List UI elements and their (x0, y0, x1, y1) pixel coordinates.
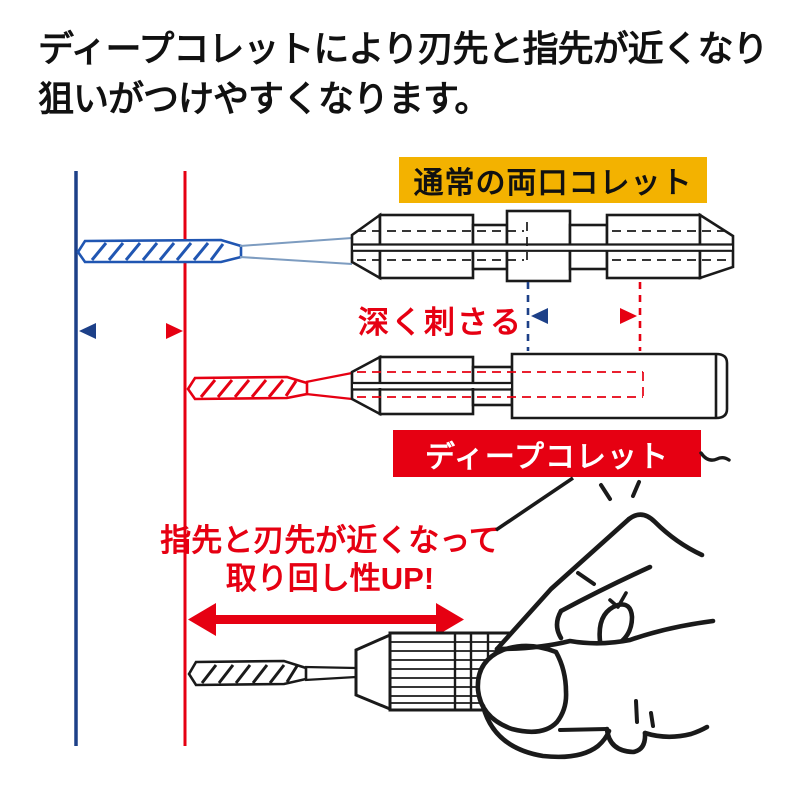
fingertip-crease (608, 591, 628, 609)
middle-finger-edge (554, 608, 564, 641)
handling-slogan: 指先と刃先が近くなって 取り回し性UP! (150, 522, 510, 598)
handling-slogan-line2: 取り回し性UP! (225, 561, 435, 596)
handling-range-arrow (188, 603, 464, 636)
collet-slit (353, 245, 732, 251)
thumb-fill (477, 645, 567, 732)
pressure-marks (599, 480, 641, 501)
deep-collet-bore-dashed (357, 371, 644, 398)
index-finger-line (494, 516, 632, 652)
black-drill-bit (187, 659, 357, 687)
insert-deep-annotation: 深く刺さる (358, 297, 528, 342)
hand-illustration (475, 480, 716, 760)
deep-collet-label-text: ディープコレット (424, 440, 670, 474)
finger-crease (576, 571, 596, 586)
label-callout-line (494, 476, 575, 532)
fist-bottom-curve (642, 724, 710, 740)
normal-collet-drawing (76, 209, 735, 283)
curled-finger-bump (604, 726, 648, 755)
collet-bore-dashed (357, 222, 729, 261)
distance-arrow-left (79, 323, 183, 339)
normal-collet-label-text: 通常の両口コレット (413, 167, 693, 200)
red-drill-bit (186, 371, 353, 401)
fist-fold-line (558, 727, 609, 732)
hand-wrist-curve (699, 451, 731, 462)
page-title-line2: 狙いがつけやすくなります。 (38, 78, 490, 119)
knuckle-curve (626, 512, 705, 558)
knuckle-marks (634, 699, 655, 728)
deep-collet-label: ディープコレット (393, 430, 701, 477)
blue-drill-bit (76, 237, 353, 265)
depth-arrow (531, 308, 637, 324)
middle-fingertip (597, 602, 635, 644)
insert-deep-text: 深く刺さる (358, 305, 523, 340)
deep-collet-drawing (186, 352, 729, 420)
palm-fill (558, 640, 708, 732)
thumb-lower-curve (480, 703, 612, 760)
handling-slogan-line1: 指先と刃先が近くなって (160, 523, 500, 558)
finger-separation-line (558, 564, 653, 614)
page-title: ディープコレットにより刃先と指先が近くなり 狙いがつけやすくなります。 (38, 24, 778, 124)
hand-back-fill (497, 514, 713, 650)
normal-collet-label: 通常の両口コレット (399, 157, 707, 203)
page-title-line1: ディープコレットにより刃先と指先が近くなり (38, 28, 769, 69)
thumb-outline (475, 643, 569, 735)
